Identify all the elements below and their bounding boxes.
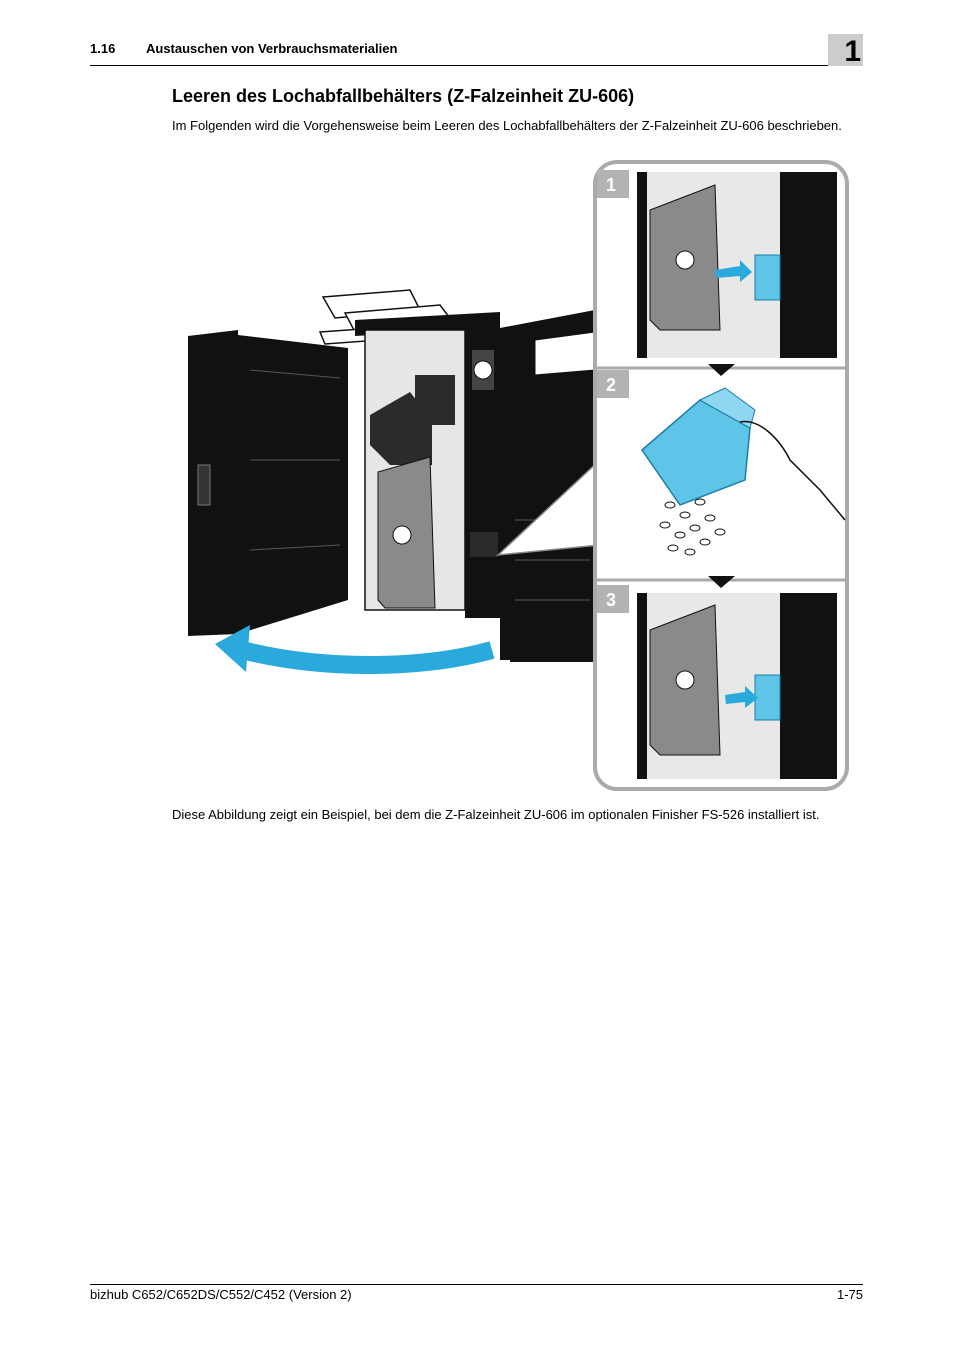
header-rule xyxy=(90,65,863,66)
step-badge-3-label: 3 xyxy=(606,590,616,610)
step-arrow-down-2 xyxy=(708,576,735,588)
chapter-number-badge: 1 xyxy=(828,34,863,68)
intro-paragraph: Im Folgenden wird die Vorgehensweise bei… xyxy=(172,118,842,133)
section-number: 1.16 xyxy=(90,41,116,56)
step-arrow-down-1 xyxy=(708,364,735,376)
step-1-image xyxy=(637,172,837,358)
step-2-image xyxy=(640,387,846,556)
step-badge-1: 1 xyxy=(597,170,629,198)
finisher-body-drawing xyxy=(364,310,596,662)
step-badge-2-label: 2 xyxy=(606,375,616,395)
step-badge-1-label: 1 xyxy=(606,175,616,195)
front-door-drawing xyxy=(188,330,348,636)
step-3-image xyxy=(637,593,837,779)
illustration-svg: 1 2 3 xyxy=(188,160,849,791)
footer-model: bizhub C652/C652DS/C552/C452 (Version 2) xyxy=(90,1287,352,1302)
figure-caption: Diese Abbildung zeigt ein Beispiel, bei … xyxy=(172,807,820,822)
footer-page-number: 1-75 xyxy=(836,1287,863,1302)
section-header: 1.16 Austauschen von Verbrauchsmaterialie… xyxy=(90,41,397,56)
footer-rule xyxy=(90,1284,863,1285)
step-badge-2: 2 xyxy=(597,370,629,398)
procedure-illustration: 1 2 3 xyxy=(180,160,850,795)
page-title: Leeren des Lochabfallbehälters (Z-Falzei… xyxy=(172,86,635,106)
door-open-arrow xyxy=(215,625,495,674)
step-badge-3: 3 xyxy=(597,585,629,613)
section-title: Austauschen von Verbrauchsmaterialien xyxy=(146,41,398,56)
